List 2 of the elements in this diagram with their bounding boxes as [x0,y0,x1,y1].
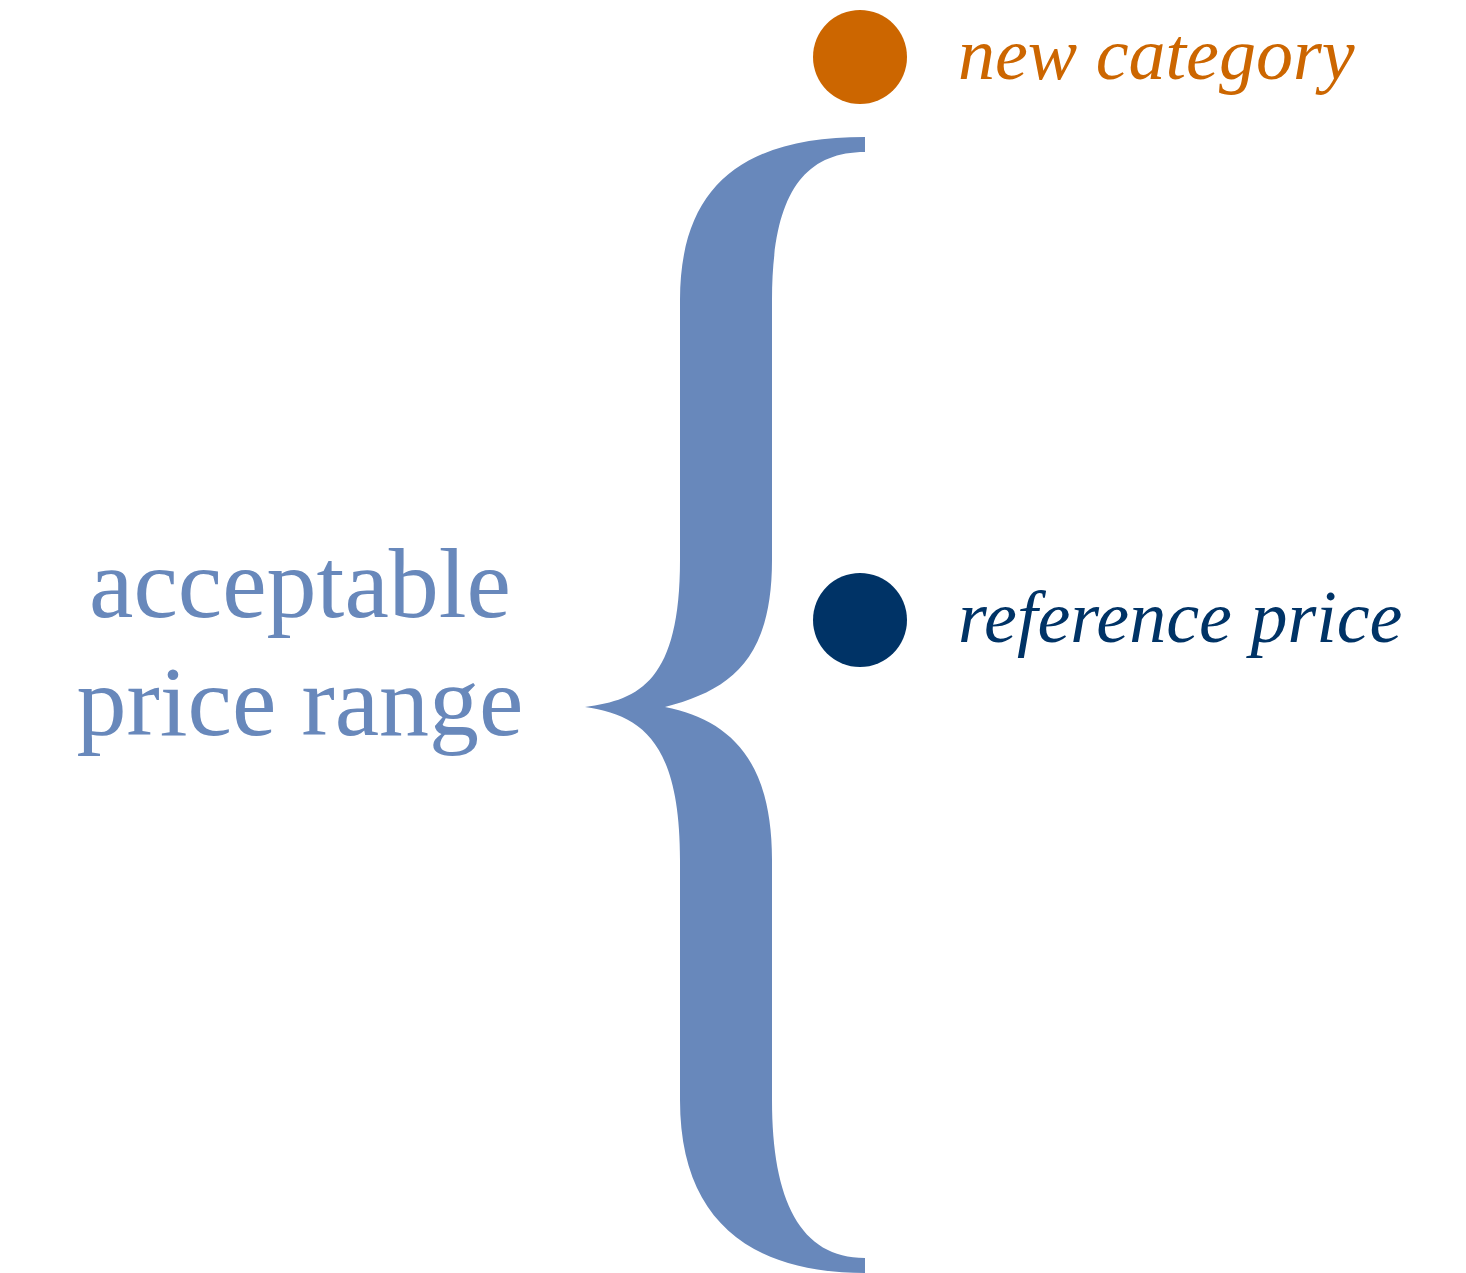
brace-label: acceptable price range [75,527,525,759]
curly-brace [585,137,865,1273]
